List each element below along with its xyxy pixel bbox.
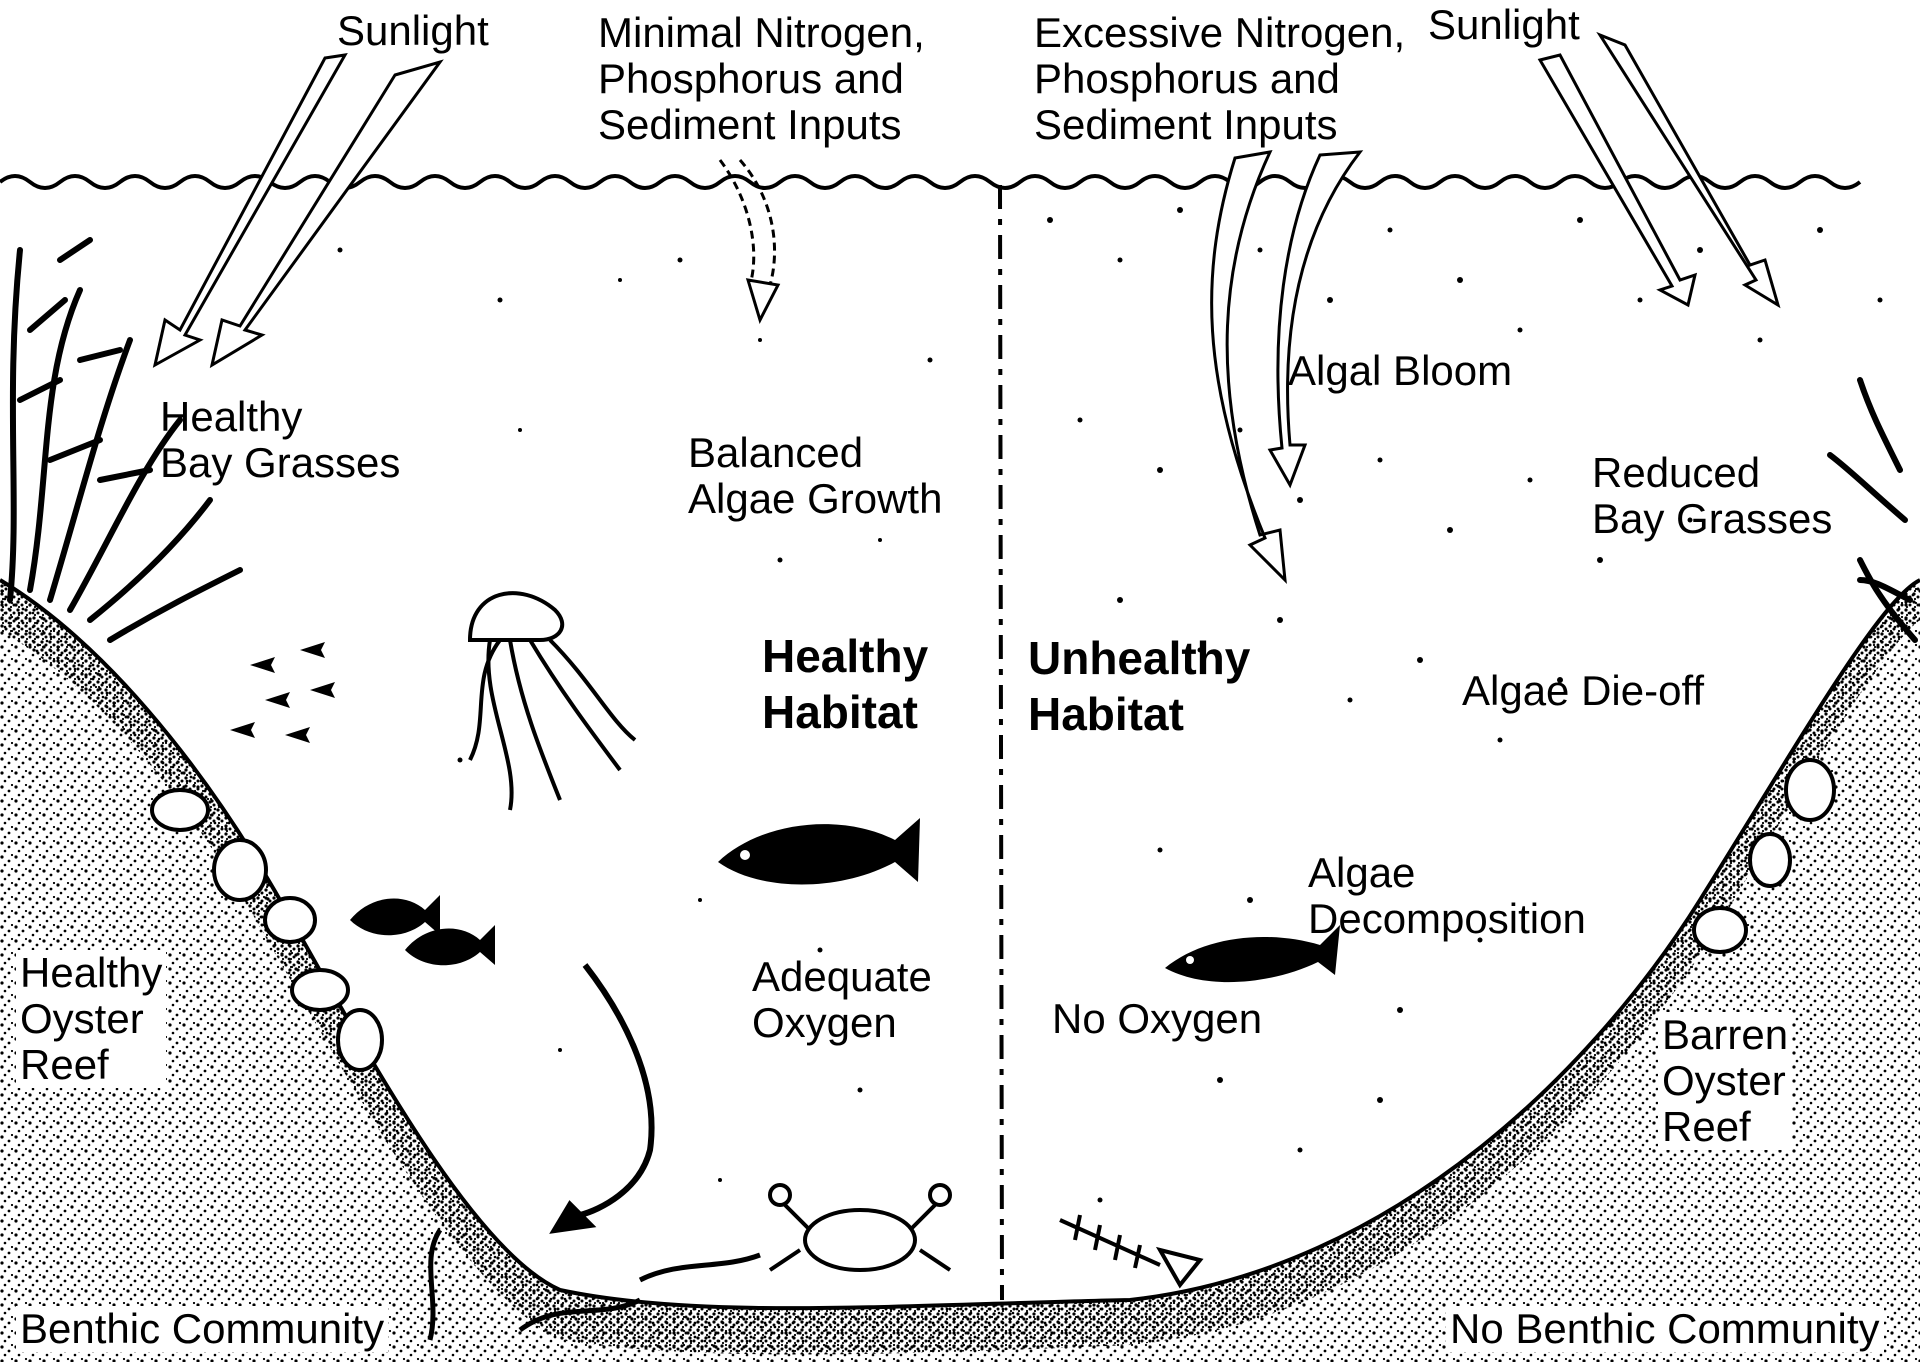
unhealthy-habitat-line-1: Unhealthy (1028, 630, 1250, 686)
small-fish-icon (230, 642, 335, 743)
adequate-oxygen-line-2: Oxygen (752, 1000, 932, 1046)
algae-dieoff-label: Algae Die-off (1462, 668, 1704, 714)
healthy-reef-line-2: Oyster (20, 996, 162, 1042)
excessive-inputs-line-1: Excessive Nitrogen, (1034, 10, 1405, 56)
balanced-algae-line-1: Balanced (688, 430, 942, 476)
no-benthic-community-label: No Benthic Community (1446, 1306, 1884, 1352)
reduced-grasses-label: Reduced Bay Grasses (1592, 450, 1832, 542)
adequate-oxygen-label: Adequate Oxygen (752, 954, 932, 1046)
dead-fish-icon (1060, 1215, 1200, 1285)
pipefish-icon (555, 965, 652, 1230)
healthy-grasses-label: Healthy Bay Grasses (160, 394, 400, 486)
algal-bloom-label: Algal Bloom (1288, 348, 1512, 394)
balanced-algae-label: Balanced Algae Growth (688, 430, 942, 522)
fish-icon (718, 818, 920, 885)
barren-reef-line-1: Barren (1662, 1012, 1788, 1058)
reduced-grasses-line-2: Bay Grasses (1592, 496, 1832, 542)
excessive-inputs-line-3: Sediment Inputs (1034, 102, 1405, 148)
barren-reef-line-2: Oyster (1662, 1058, 1788, 1104)
algae-dieoff-text: Algae Die-off (1462, 668, 1704, 714)
minimal-inputs-label: Minimal Nitrogen, Phosphorus and Sedimen… (598, 10, 925, 148)
algal-bloom-text: Algal Bloom (1288, 348, 1512, 394)
barren-reef-label: Barren Oyster Reef (1658, 1012, 1792, 1150)
healthy-reef-label: Healthy Oyster Reef (16, 950, 166, 1088)
reduced-grasses-line-1: Reduced (1592, 450, 1832, 496)
sunlight-left-text: Sunlight (337, 8, 489, 54)
healthy-habitat-line-1: Healthy (762, 628, 928, 684)
no-benthic-community-text: No Benthic Community (1450, 1306, 1880, 1352)
unhealthy-habitat-line-2: Habitat (1028, 686, 1250, 742)
algae-decomposition-label: Algae Decomposition (1308, 850, 1586, 942)
fish-icon (350, 895, 495, 965)
balanced-algae-line-2: Algae Growth (688, 476, 942, 522)
benthic-community-text: Benthic Community (20, 1306, 384, 1352)
healthy-habitat-line-2: Habitat (762, 684, 928, 740)
minimal-inputs-line-2: Phosphorus and (598, 56, 925, 102)
sunlight-arrow-icon (155, 55, 440, 365)
sunlight-right-text: Sunlight (1428, 2, 1580, 48)
nutrient-arrow-icon (720, 160, 778, 320)
jellyfish-icon (470, 593, 635, 810)
sunlight-arrow-icon (1540, 35, 1778, 305)
water-surface-wave (0, 176, 1860, 188)
no-oxygen-text: No Oxygen (1052, 996, 1262, 1042)
sunlight-left-label: Sunlight (337, 8, 489, 54)
crab-icon (770, 1185, 950, 1270)
healthy-reef-line-3: Reef (20, 1042, 162, 1088)
minimal-inputs-line-3: Sediment Inputs (598, 102, 925, 148)
excessive-inputs-line-2: Phosphorus and (1034, 56, 1405, 102)
healthy-reef-line-1: Healthy (20, 950, 162, 996)
algae-decomposition-line-2: Decomposition (1308, 896, 1586, 942)
barren-reef-line-3: Reef (1662, 1104, 1788, 1150)
minimal-inputs-line-1: Minimal Nitrogen, (598, 10, 925, 56)
healthy-grasses-line-1: Healthy (160, 394, 400, 440)
benthic-community-label: Benthic Community (16, 1306, 388, 1352)
healthy-grasses-line-2: Bay Grasses (160, 440, 400, 486)
no-oxygen-label: No Oxygen (1052, 996, 1262, 1042)
adequate-oxygen-line-1: Adequate (752, 954, 932, 1000)
sunlight-right-label: Sunlight (1428, 2, 1580, 48)
habitat-divider-line (1000, 185, 1002, 1300)
unhealthy-habitat-label: Unhealthy Habitat (1028, 630, 1250, 742)
healthy-habitat-label: Healthy Habitat (762, 628, 928, 740)
algae-decomposition-line-1: Algae (1308, 850, 1586, 896)
excessive-inputs-label: Excessive Nitrogen, Phosphorus and Sedim… (1034, 10, 1405, 148)
